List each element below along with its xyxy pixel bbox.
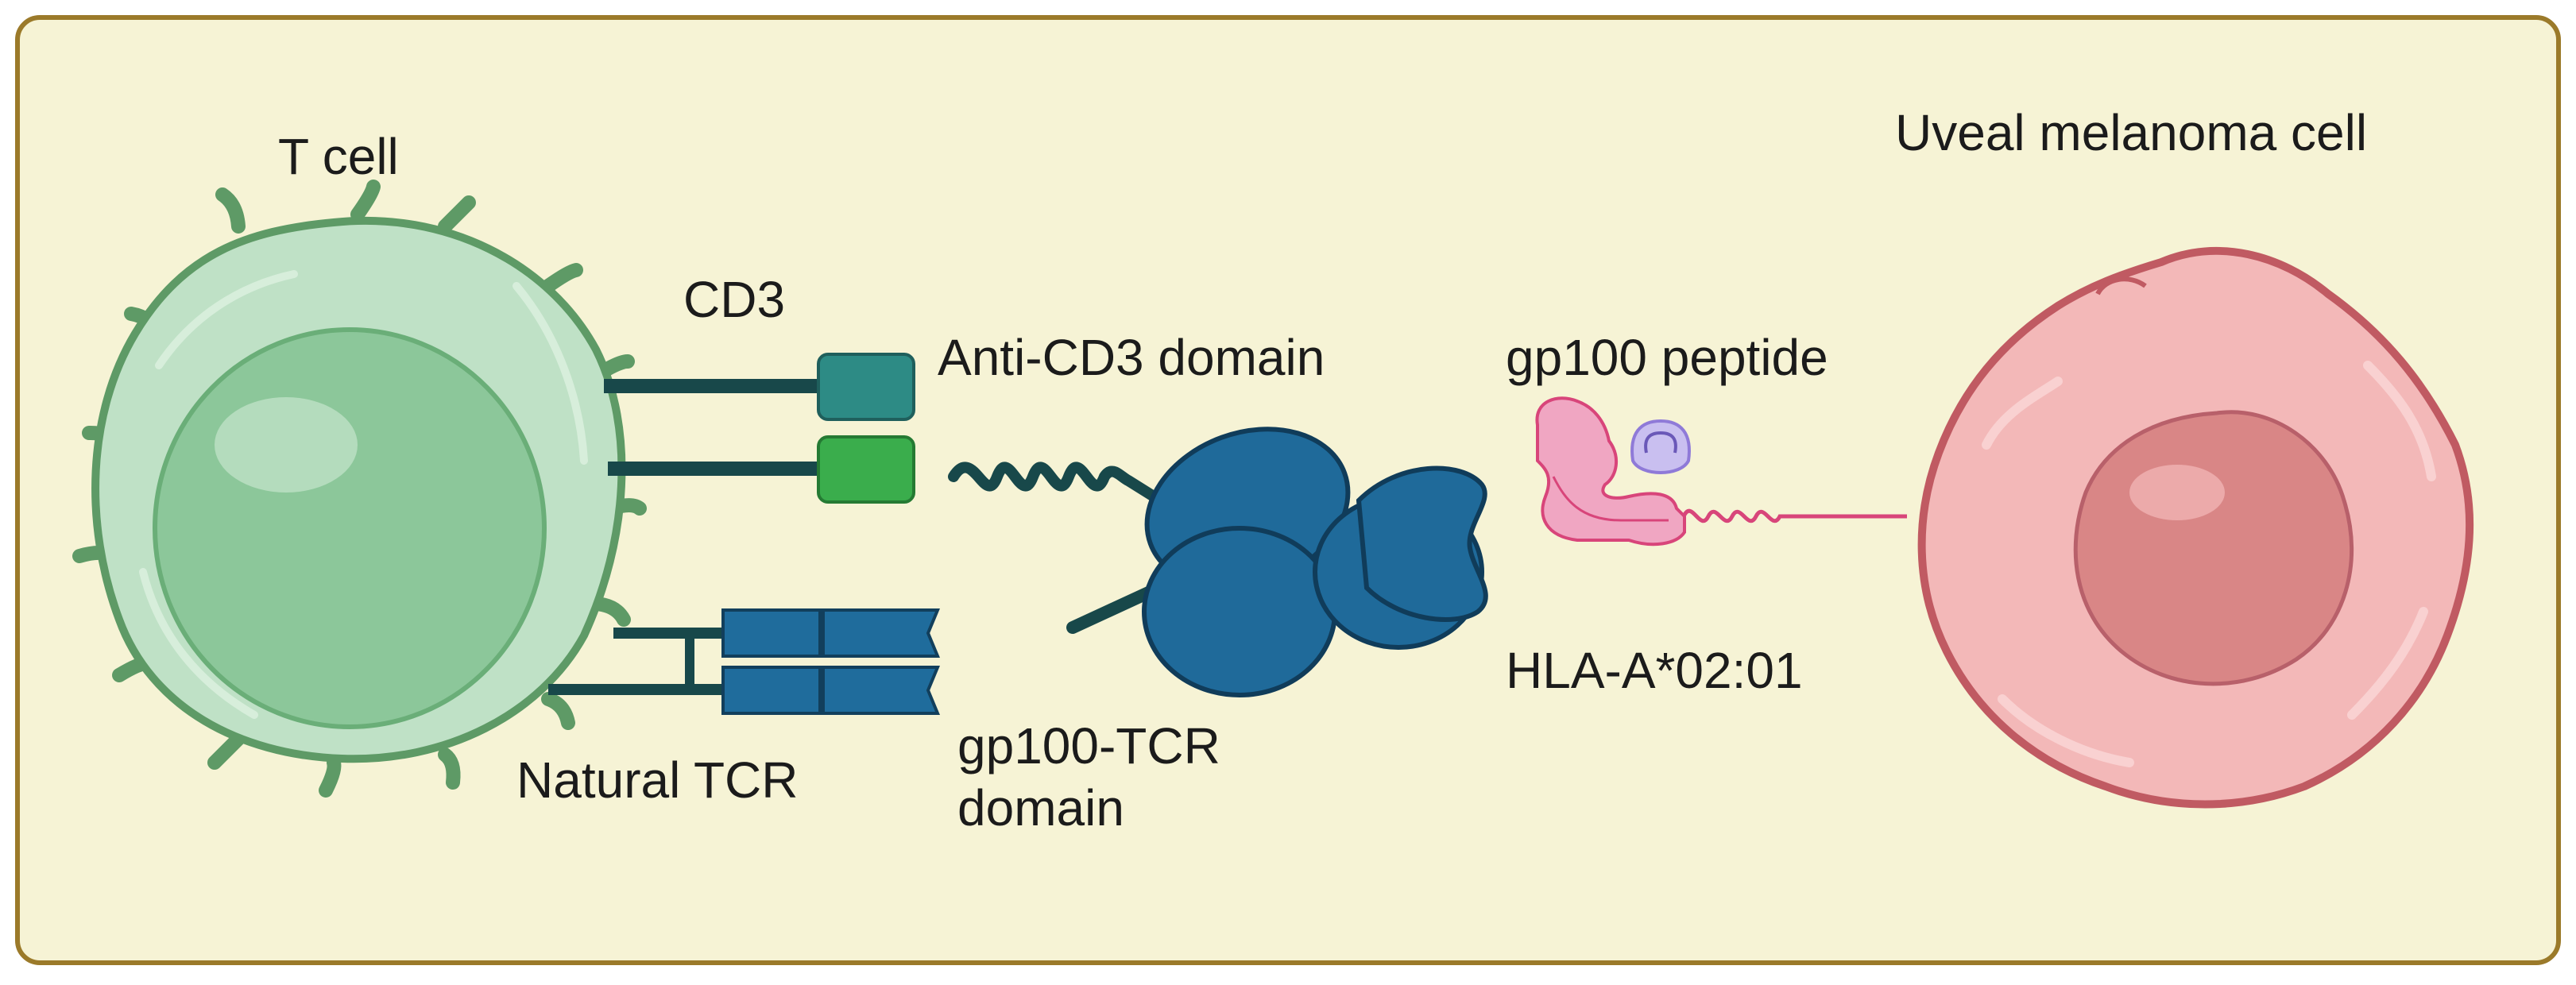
anti-cd3-scfv-coil (948, 462, 1166, 506)
gp100-peptide-groove (1644, 431, 1677, 454)
t-cell-cytoplasm-texture (139, 270, 588, 719)
microvillus-1 (215, 187, 246, 234)
melanoma-surface-texture (1982, 361, 2436, 767)
label-uveal-melanoma-cell: Uveal melanoma cell (1895, 104, 2368, 161)
microvillus-2 (350, 180, 381, 222)
label-anti-cd3-domain: Anti-CD3 domain (938, 329, 1325, 386)
melanoma-nucleus (2073, 410, 2354, 686)
cd3-gamma-chain (817, 435, 915, 504)
gp100-peptide (1630, 419, 1691, 474)
label-cd3: CD3 (683, 271, 786, 328)
melanoma-nucleus-highlight (2129, 465, 2225, 520)
microvillus-4 (541, 263, 583, 293)
label-gp100-peptide: gp100 peptide (1506, 329, 1828, 386)
melanoma-bleb (2095, 276, 2147, 296)
tcr-beta-constant (721, 666, 822, 715)
microvillus-3 (438, 195, 476, 234)
domain-binding-pocket (1356, 465, 1488, 622)
microvillus-10 (319, 755, 342, 798)
microvillus-9 (438, 747, 461, 790)
hla-groove-line (1552, 476, 1669, 522)
tcr-alpha-variable (822, 608, 940, 658)
t-cell-nucleus-highlight (215, 397, 358, 492)
label-gp100-tcr-domain-line1: gp100-TCR (957, 717, 1220, 774)
hla-transmembrane-coil (1682, 508, 1907, 523)
label-hla-a-02-01: HLA-A*02:01 (1506, 642, 1803, 699)
t-cell-nucleus (153, 327, 547, 729)
hla-peptide-complex (1535, 396, 1907, 547)
label-gp100-tcr-domain-line2: domain (957, 779, 1124, 836)
natural-tcr (548, 608, 940, 715)
tcr-alpha-constant (721, 608, 822, 658)
label-natural-tcr: Natural TCR (516, 751, 799, 809)
bispecific-molecule (948, 427, 1488, 697)
t-cell (72, 180, 647, 798)
cd3-epsilon-chain (817, 353, 915, 421)
domain-lower-left (1142, 526, 1337, 697)
label-t-cell: T cell (278, 128, 399, 185)
cd3-receptor (604, 353, 915, 504)
uveal-melanoma-cell (1917, 246, 2474, 809)
hla-a-02-01 (1535, 396, 1686, 547)
microvillus-8 (541, 692, 575, 730)
tcr-beta-variable (822, 666, 940, 715)
